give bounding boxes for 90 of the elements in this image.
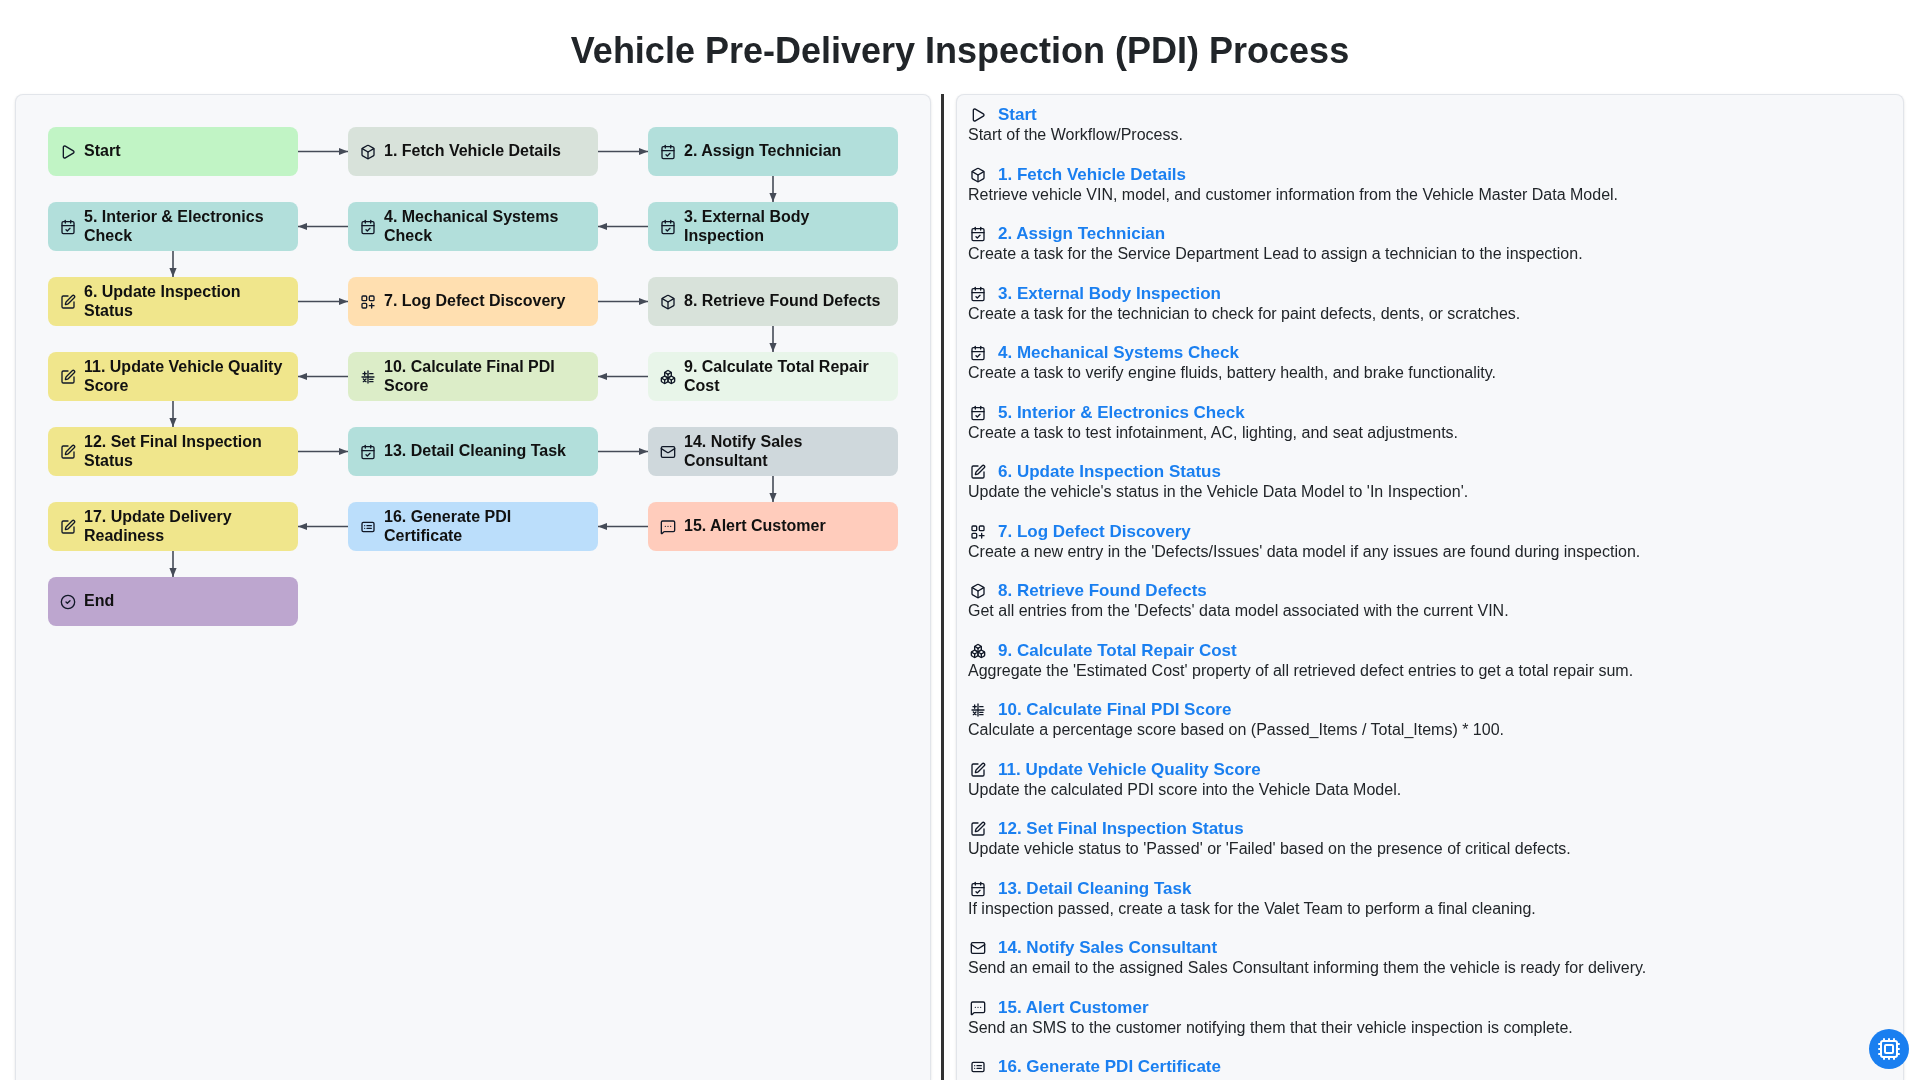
- step-description: Create a new entry in the 'Defects/Issues' data model if any issues are found during inspection.: [968, 541, 1642, 562]
- box-label: 6. Update Inspection Status: [84, 283, 242, 320]
- box-label: 4. Mechanical Systems Check: [384, 208, 560, 245]
- box-label: 15. Alert Customer: [684, 517, 826, 536]
- process-box: [648, 352, 898, 401]
- step-title: 9. Calculate Total Repair Cost: [998, 640, 1237, 661]
- process-box: [648, 427, 898, 476]
- arrow: [597, 522, 649, 531]
- box-label: 3. External Body Inspection: [684, 208, 811, 245]
- arrow: [597, 147, 649, 156]
- arrow: [297, 297, 349, 306]
- arrow: [169, 550, 177, 578]
- step-title: Start: [998, 105, 1037, 125]
- step-title: 6. Update Inspection Status: [998, 462, 1221, 482]
- step-title: 7. Log Defect Discovery: [998, 521, 1191, 542]
- arrow: [297, 222, 349, 231]
- process-box: [348, 427, 598, 476]
- process-box: [648, 277, 898, 326]
- step-description: Send an email to the assigned Sales Consultant informing them the vehicle is ready for delivery.: [968, 958, 1648, 978]
- box-label: 10. Calculate Final PDI Score: [384, 358, 556, 395]
- step-description: Start of the Workflow/Process.: [968, 125, 1184, 145]
- step-title: 11. Update Vehicle Quality Score: [998, 759, 1261, 780]
- process-box: [48, 427, 298, 476]
- arrow: [769, 475, 777, 503]
- step-description: Update the vehicle's status in the Vehicle Data Model to 'In Inspection'.: [968, 482, 1470, 502]
- step-title: 8. Retrieve Found Defects: [998, 581, 1207, 601]
- start-box: [48, 127, 298, 176]
- step-description: Create a task for the technician to check for paint defects, dents, or scratches.: [968, 303, 1522, 324]
- box-label: 16. Generate PDI Certificate: [384, 508, 513, 545]
- process-box: [48, 502, 298, 551]
- step-title: 4. Mechanical Systems Check: [998, 343, 1239, 363]
- step-title: 16. Generate PDI Certificate: [998, 1057, 1221, 1077]
- box-label: 11. Update Vehicle Quality Score: [84, 358, 284, 395]
- box-label: 17. Update Delivery Readiness: [84, 508, 233, 545]
- step-title: 10. Calculate Final PDI Score: [998, 700, 1232, 720]
- step-description: Calculate a percentage score based on (Passed_Items / Total_Items) * 100.: [968, 720, 1505, 740]
- box-label: 14. Notify Sales Consultant: [684, 433, 804, 470]
- arrow: [769, 175, 777, 203]
- process-box: [48, 352, 298, 401]
- arrow: [769, 325, 777, 353]
- process-box: [348, 277, 598, 326]
- step-title: 3. External Body Inspection: [998, 283, 1221, 304]
- process-box: [648, 127, 898, 176]
- process-box: [348, 352, 598, 401]
- step-title: 13. Detail Cleaning Task: [998, 878, 1192, 899]
- arrow: [297, 372, 349, 381]
- step-title: 2. Assign Technician: [998, 224, 1166, 244]
- arrow: [297, 147, 349, 156]
- process-box: [648, 502, 898, 551]
- arrow: [169, 250, 177, 278]
- step-description: Get all entries from the 'Defects' data model associated with the current VIN.: [968, 601, 1510, 621]
- box-label: 13. Detail Cleaning Task: [384, 442, 566, 461]
- box-label: 2. Assign Technician: [684, 142, 842, 161]
- process-box: [348, 127, 598, 176]
- arrow: [169, 400, 177, 428]
- step-title: 15. Alert Customer: [998, 997, 1149, 1018]
- step-description: If inspection passed, create a task for the Valet Team to perform a final cleaning.: [968, 898, 1537, 919]
- arrow: [297, 447, 349, 456]
- end-box: [48, 577, 298, 626]
- page-title: Vehicle Pre-Delivery Inspection (PDI) Process: [569, 29, 1351, 71]
- step-description: Retrieve vehicle VIN, model, and customer information from the Vehicle Master Data Model.: [968, 184, 1620, 205]
- box-label: 12. Set Final Inspection Status: [84, 433, 263, 470]
- process-box: [348, 202, 598, 251]
- step-description: Create a task to verify engine fluids, battery health, and brake functionality.: [968, 363, 1497, 383]
- process-box: [348, 502, 598, 551]
- step-title: 5. Interior & Electronics Check: [998, 402, 1245, 423]
- arrow: [597, 372, 649, 381]
- box-label: Start: [84, 142, 121, 161]
- process-box: [48, 202, 298, 251]
- step-description: Create a task for the Service Department Lead to assign a technician to the inspection.: [968, 244, 1584, 264]
- step-title: 14. Notify Sales Consultant: [998, 938, 1218, 958]
- step-description: Update vehicle status to 'Passed' or 'Failed' based on the presence of critical defects.: [968, 839, 1572, 859]
- arrow: [597, 222, 649, 231]
- process-box: [48, 277, 298, 326]
- arrow: [597, 447, 649, 456]
- box-label: 8. Retrieve Found Defects: [684, 292, 881, 311]
- box-label: End: [84, 592, 115, 611]
- step-title: 12. Set Final Inspection Status: [998, 819, 1244, 839]
- step-description: Create a task to test infotainment, AC, lighting, and seat adjustments.: [968, 422, 1460, 443]
- arrow: [597, 297, 649, 306]
- arrow: [297, 522, 349, 531]
- box-label: 1. Fetch Vehicle Details: [384, 142, 561, 161]
- step-description: Send an SMS to the customer notifying them that their vehicle inspection is complete.: [968, 1017, 1574, 1038]
- step-description: Aggregate the 'Estimated Cost' property of all retrieved defect entries to get a total repair sum.: [968, 660, 1635, 681]
- step-description: Update the calculated PDI score into the Vehicle Data Model.: [968, 779, 1403, 800]
- process-box: [648, 202, 898, 251]
- box-label: 7. Log Defect Discovery: [384, 292, 566, 311]
- box-label: 9. Calculate Total Repair Cost: [684, 358, 870, 395]
- step-title: 1. Fetch Vehicle Details: [998, 164, 1187, 185]
- box-label: 5. Interior & Electronics Check: [84, 208, 265, 245]
